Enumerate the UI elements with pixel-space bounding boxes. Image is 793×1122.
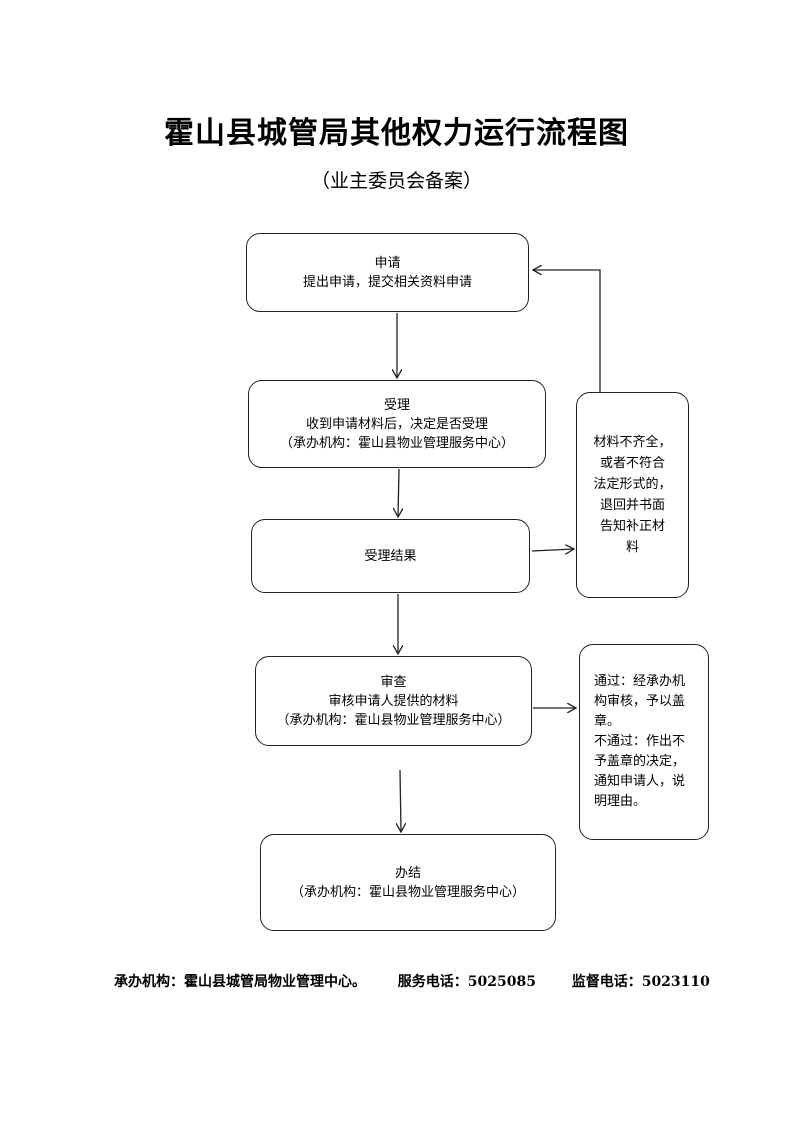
note-incomplete-line: 材料不齐全， [593,435,672,450]
step-accept-heading: 受理 [383,397,410,413]
step-finish-box: 办结 （承办机构：霍山县物业管理服务中心） [260,834,556,931]
note-incomplete-line: 或者不符合 [599,456,665,471]
note-review-line: 明理由。 [594,794,647,809]
step-accept-result-heading: 受理结果 [364,548,417,564]
note-incomplete-line: 退回并书面 [599,498,665,513]
step-review-agency: （承办机构：霍山县物业管理服务中心） [276,712,511,728]
note-incomplete-line: 告知补正材 [599,519,665,534]
step-accept-agency: （承办机构：霍山县物业管理服务中心） [279,435,514,451]
note-incomplete-materials: 材料不齐全， 或者不符合 法定形式的， 退回并书面 告知补正材 料 [576,392,689,598]
page-subtitle: （业主委员会备案） [310,170,482,192]
step-review-heading: 审查 [380,674,407,690]
footer-service-phone: 服务电话：5025085 [397,974,536,990]
step-finish-heading: 办结 [394,865,421,881]
step-review-text: 审核申请人提供的材料 [328,693,459,709]
footer-supervision-phone: 监督电话：5023110 [571,974,710,990]
note-review-line: 通知申请人，说 [594,774,686,789]
step-accept-result-box: 受理结果 [251,519,530,593]
arrow-review-to-finish [400,769,401,832]
step-apply-text: 提出申请，提交相关资料申请 [302,274,472,290]
note-review-line: 予盖章的决定， [594,754,686,769]
note-review-line: 章。 [594,714,621,729]
note-incomplete-line: 料 [625,540,639,555]
arrow-note-back-to-apply [533,270,601,392]
step-review-box: 审查 审核申请人提供的材料 （承办机构：霍山县物业管理服务中心） [255,656,532,746]
page-title: 霍山县城管局其他权力运行流程图 [164,116,629,151]
arrow-result-to-note [531,549,574,551]
step-accept-box: 受理 收到申请材料后，决定是否受理 （承办机构：霍山县物业管理服务中心） [248,380,546,468]
footer-contact: 承办机构：霍山县城管局物业管理中心。 服务电话：5025085 监督电话：502… [114,971,710,991]
step-apply-heading: 申请 [374,255,401,271]
arrow-accept-to-result [398,468,399,517]
step-apply-box: 申请 提出申请，提交相关资料申请 [246,233,529,312]
step-finish-agency: （承办机构：霍山县物业管理服务中心） [290,884,525,900]
note-review-line: 通过：经承办机 [594,674,686,689]
note-incomplete-line: 法定形式的， [593,477,672,492]
note-review-line: 不通过：作出不 [594,734,686,749]
footer-agency: 承办机构：霍山县城管局物业管理中心。 [114,974,366,990]
note-review-line: 构审核，予以盖 [594,694,686,709]
note-review-result: 通过：经承办机 构审核，予以盖 章。 不通过：作出不 予盖章的决定， 通知申请人… [579,644,709,840]
step-accept-text: 收到申请材料后，决定是否受理 [305,416,488,432]
